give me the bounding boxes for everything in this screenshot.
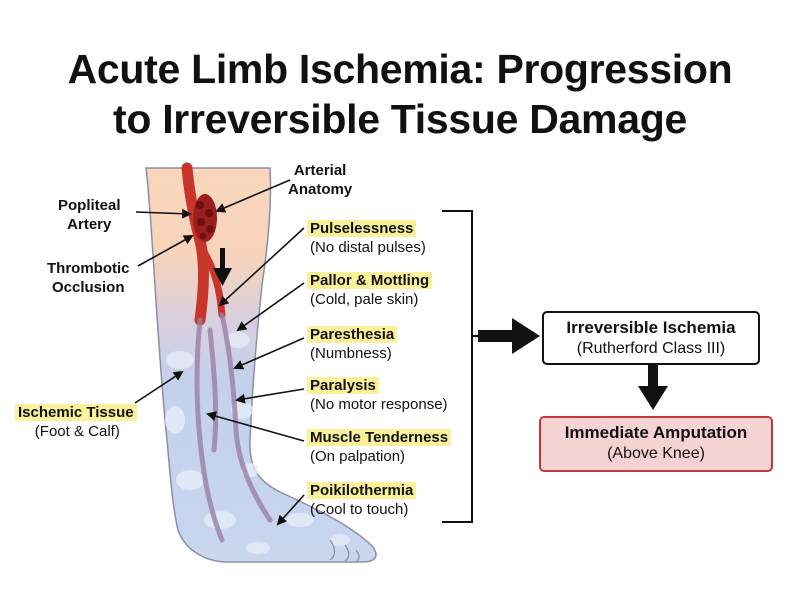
flow-down-arrow xyxy=(213,248,232,286)
sign-name: Paralysis xyxy=(307,377,379,394)
sign-muscle-tenderness: Muscle Tenderness (On palpation) xyxy=(307,428,452,466)
immediate-amputation-box: Immediate Amputation (Above Knee) xyxy=(539,416,773,472)
immediate-amputation-detail: (Above Knee) xyxy=(607,445,705,462)
sign-pulselessness: Pulselessness (No distal pulses) xyxy=(307,219,426,257)
title-line-1: Acute Limb Ischemia: Progression xyxy=(67,46,733,92)
arterial-anatomy-line1: Arterial xyxy=(293,162,347,179)
leader-arrows xyxy=(134,179,305,526)
artery-branch-lateral xyxy=(199,246,226,319)
irreversible-ischemia-box: Irreversible Ischemia (Rutherford Class … xyxy=(542,311,760,365)
sign-pallor-mottling: Pallor & Mottling (Cold, pale skin) xyxy=(307,271,433,309)
signs-bracket xyxy=(442,210,478,523)
ischemic-vessels xyxy=(194,312,273,543)
ischemic-tissue-label: Ischemic Tissue (Foot & Calf) xyxy=(15,403,137,441)
ischemic-tissue-detail: (Foot & Calf) xyxy=(34,423,120,440)
progression-arrow-down xyxy=(638,364,668,410)
sign-name: Pulselessness xyxy=(307,220,417,237)
thrombotic-occlusion-line1: Thrombotic xyxy=(47,260,130,277)
sign-detail: (No distal pulses) xyxy=(310,239,426,256)
sign-detail: (Numbness) xyxy=(310,345,392,362)
sign-detail: (Cool to touch) xyxy=(310,501,409,518)
popliteal-artery-line2: Artery xyxy=(67,216,112,233)
toes xyxy=(329,539,360,563)
thrombotic-occlusion-line2: Occlusion xyxy=(51,279,125,296)
sign-paralysis: Paralysis (No motor response) xyxy=(307,376,448,414)
sign-poikilothermia: Poikilothermia (Cool to touch) xyxy=(307,481,417,519)
sign-detail: (Cold, pale skin) xyxy=(310,291,419,308)
sign-detail: (On palpation) xyxy=(310,448,406,465)
sign-name: Muscle Tenderness xyxy=(307,429,452,446)
irreversible-ischemia-detail: (Rutherford Class III) xyxy=(576,340,726,357)
ischemic-tissue-name: Ischemic Tissue xyxy=(15,404,137,421)
thrombotic-occlusion-label: Thrombotic Occlusion xyxy=(47,259,130,297)
popliteal-artery-line1: Popliteal xyxy=(58,197,121,214)
sign-name: Poikilothermia xyxy=(307,482,417,499)
page-title: Acute Limb Ischemia: Progression to Irre… xyxy=(0,44,800,144)
popliteal-artery-label: Popliteal Artery xyxy=(58,196,121,234)
sign-name: Pallor & Mottling xyxy=(307,272,433,289)
thrombus-clot xyxy=(193,194,217,242)
sign-paresthesia: Paresthesia (Numbness) xyxy=(307,325,398,363)
immediate-amputation-title: Immediate Amputation xyxy=(564,423,748,442)
popliteal-artery-vessel xyxy=(181,162,210,326)
arterial-anatomy-line2: Anatomy xyxy=(288,181,353,198)
sign-detail: (No motor response) xyxy=(310,396,448,413)
progression-arrow-right xyxy=(478,318,540,354)
sign-name: Paresthesia xyxy=(307,326,398,343)
title-line-2: to Irreversible Tissue Damage xyxy=(113,96,687,142)
irreversible-ischemia-title: Irreversible Ischemia xyxy=(566,318,736,337)
arterial-anatomy-label: Arterial Anatomy xyxy=(288,161,352,199)
